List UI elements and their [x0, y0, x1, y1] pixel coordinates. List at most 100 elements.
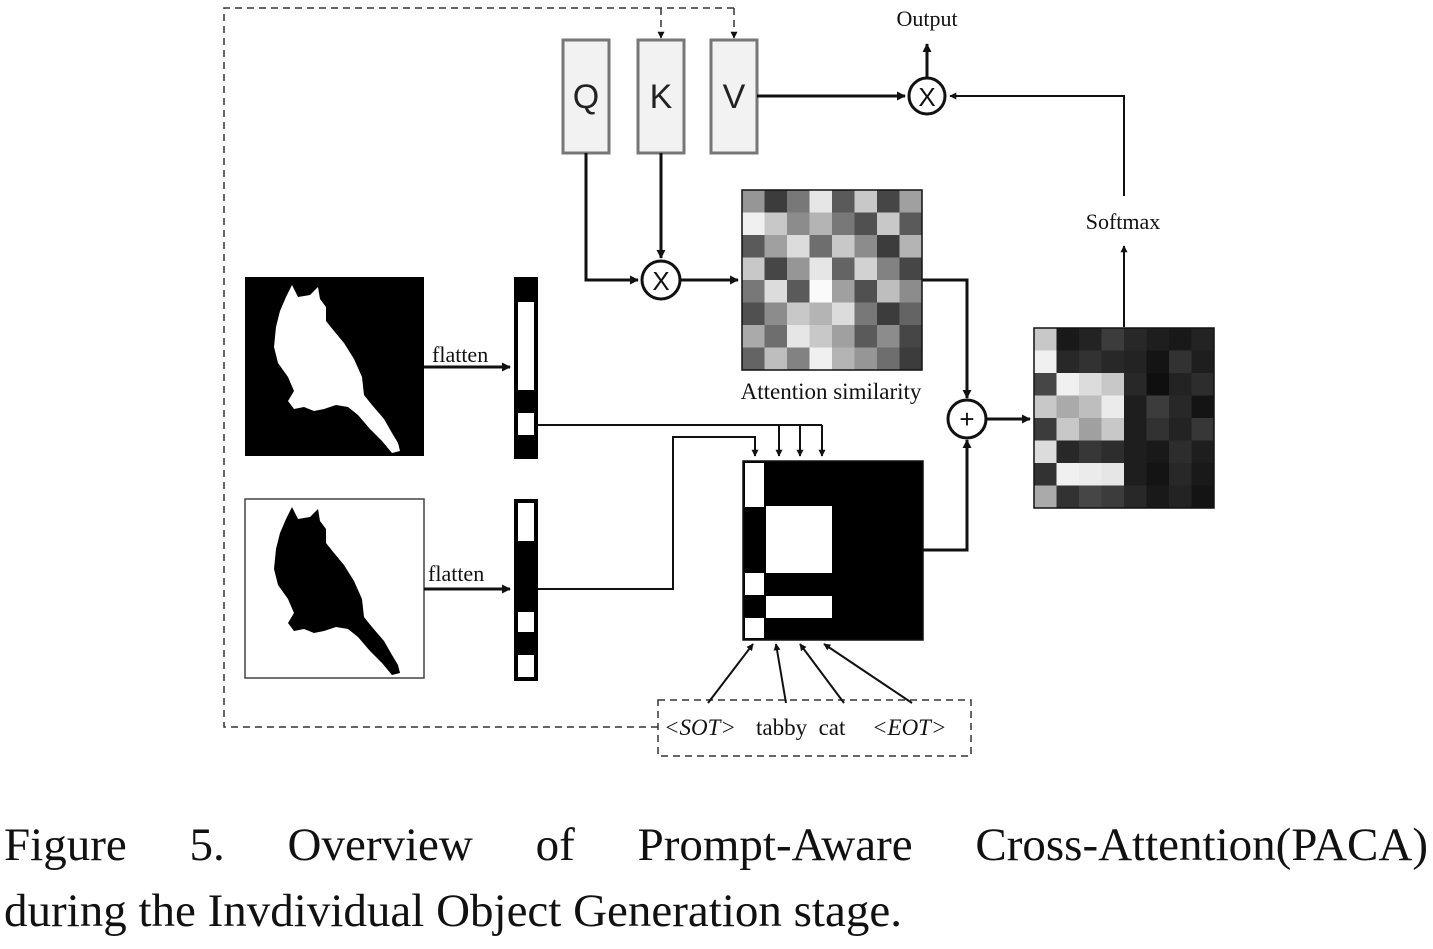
res-grid-cell: [1034, 373, 1057, 396]
res-grid-cell: [1056, 463, 1080, 486]
sim-grid-cell: [899, 212, 923, 236]
sim-grid-cell: [877, 347, 900, 371]
sim-grid-cell: [832, 235, 855, 258]
k-box: K: [636, 38, 686, 155]
sim-grid-cell: [854, 235, 878, 258]
token-sot: <SOT>: [664, 715, 736, 740]
add-node: +: [946, 398, 988, 440]
res-grid-cell: [1146, 373, 1170, 396]
res-grid-cell: [1146, 463, 1170, 486]
similarity-to-add-arrow: [922, 278, 972, 399]
sim-grid-cell: [832, 280, 855, 303]
sim-grid-cell: [809, 190, 833, 213]
res-grid-cell: [1169, 418, 1192, 441]
sim-grid-cell: [809, 302, 833, 326]
sim-grid-cell: [877, 235, 900, 258]
sim-grid-cell: [787, 347, 810, 371]
res-grid-cell: [1056, 395, 1080, 419]
res-grid-cell: [1101, 350, 1125, 374]
sim-grid-cell: [832, 190, 855, 213]
res-grid-cell: [1056, 350, 1080, 374]
sim-grid-cell: [764, 257, 788, 281]
res-grid-cell: [1079, 485, 1102, 509]
sim-grid-cell: [787, 280, 810, 303]
paca-diagram: Q K V X Output Softmax X Attention simil…: [223, 6, 1215, 757]
attention-similarity-matrix: [742, 190, 923, 371]
res-grid-cell: [1146, 440, 1170, 464]
res-grid-cell: [1146, 350, 1170, 374]
k-label: K: [650, 78, 673, 116]
sim-grid-cell: [787, 257, 810, 281]
output-label: Output: [896, 6, 957, 31]
sim-grid-cell: [809, 325, 833, 348]
res-grid-cell: [1079, 463, 1102, 486]
sim-grid-cell: [764, 235, 788, 258]
res-grid-cell: [1124, 440, 1147, 464]
sim-grid-cell: [787, 190, 810, 213]
mask-image-black-cat: [244, 498, 425, 679]
sim-grid-cell: [764, 347, 788, 371]
res-grid-cell: [1169, 373, 1192, 396]
sim-grid-cell: [832, 257, 855, 281]
figure-caption: Figure 5. Overview of Prompt-Aware Cross…: [4, 812, 1428, 944]
caption-line-2: during the Invdividual Object Generation…: [4, 885, 902, 937]
sim-grid-cell: [764, 212, 788, 236]
res-grid-cell: [1034, 418, 1057, 441]
res-grid-cell: [1101, 395, 1125, 419]
res-grid-cell: [1034, 350, 1057, 374]
softmax-to-output-arrow: [949, 92, 1125, 196]
res-grid-cell: [1056, 328, 1080, 351]
sim-grid-cell: [764, 325, 788, 348]
prompt-token-box: [657, 699, 972, 757]
res-grid-cell: [1169, 395, 1192, 419]
output-multiply-symbol: X: [918, 82, 935, 112]
sim-grid-cell: [877, 257, 900, 281]
sim-grid-cell: [742, 257, 765, 281]
token-words: tabby cat: [756, 715, 846, 740]
res-grid-cell: [1124, 373, 1147, 396]
res-grid-cell: [1056, 485, 1080, 509]
res-grid-cell: [1169, 463, 1192, 486]
sim-grid-cell: [832, 325, 855, 348]
res-grid-cell: [1101, 328, 1125, 351]
res-grid-cell: [1101, 373, 1125, 396]
caption-line-1: Figure 5. Overview of Prompt-Aware Cross…: [4, 819, 1428, 871]
sim-grid-cell: [877, 302, 900, 326]
res-grid-cell: [1191, 463, 1215, 486]
res-grid-cell: [1079, 395, 1102, 419]
res-grid-cell: [1101, 440, 1125, 464]
res-grid-cell: [1146, 418, 1170, 441]
sim-grid-cell: [742, 302, 765, 326]
q-to-multiply-arrow: [584, 153, 639, 285]
res-grid-cell: [1101, 418, 1125, 441]
res-grid-cell: [1034, 395, 1057, 419]
res-grid-cell: [1169, 350, 1192, 374]
res-grid-cell: [1191, 440, 1215, 464]
flattened-vector-bottom: [514, 499, 538, 681]
res-grid-cell: [1034, 328, 1057, 351]
sim-grid-cell: [899, 347, 923, 371]
sim-grid-cell: [832, 302, 855, 326]
add-symbol: +: [959, 404, 974, 434]
res-grid-cell: [1101, 485, 1125, 509]
res-grid-cell: [1101, 463, 1125, 486]
res-grid-cell: [1124, 350, 1147, 374]
res-grid-cell: [1056, 418, 1080, 441]
sim-grid-cell: [764, 190, 788, 213]
sim-grid-cell: [809, 235, 833, 258]
sim-grid-cell: [742, 190, 765, 213]
sim-grid-cell: [877, 325, 900, 348]
res-grid-cell: [1034, 463, 1057, 486]
res-grid-cell: [1169, 485, 1192, 509]
output-multiply-node: X: [907, 76, 947, 116]
res-grid-cell: [1124, 485, 1147, 509]
res-grid-cell: [1191, 328, 1215, 351]
sim-grid-cell: [899, 302, 923, 326]
res-grid-cell: [1146, 485, 1170, 509]
res-grid-cell: [1079, 440, 1102, 464]
mask-to-add-arrow: [923, 439, 972, 552]
sim-grid-cell: [742, 347, 765, 371]
res-grid-cell: [1079, 328, 1102, 351]
flatten-label-top: flatten: [432, 342, 488, 367]
v-label: V: [723, 78, 746, 116]
